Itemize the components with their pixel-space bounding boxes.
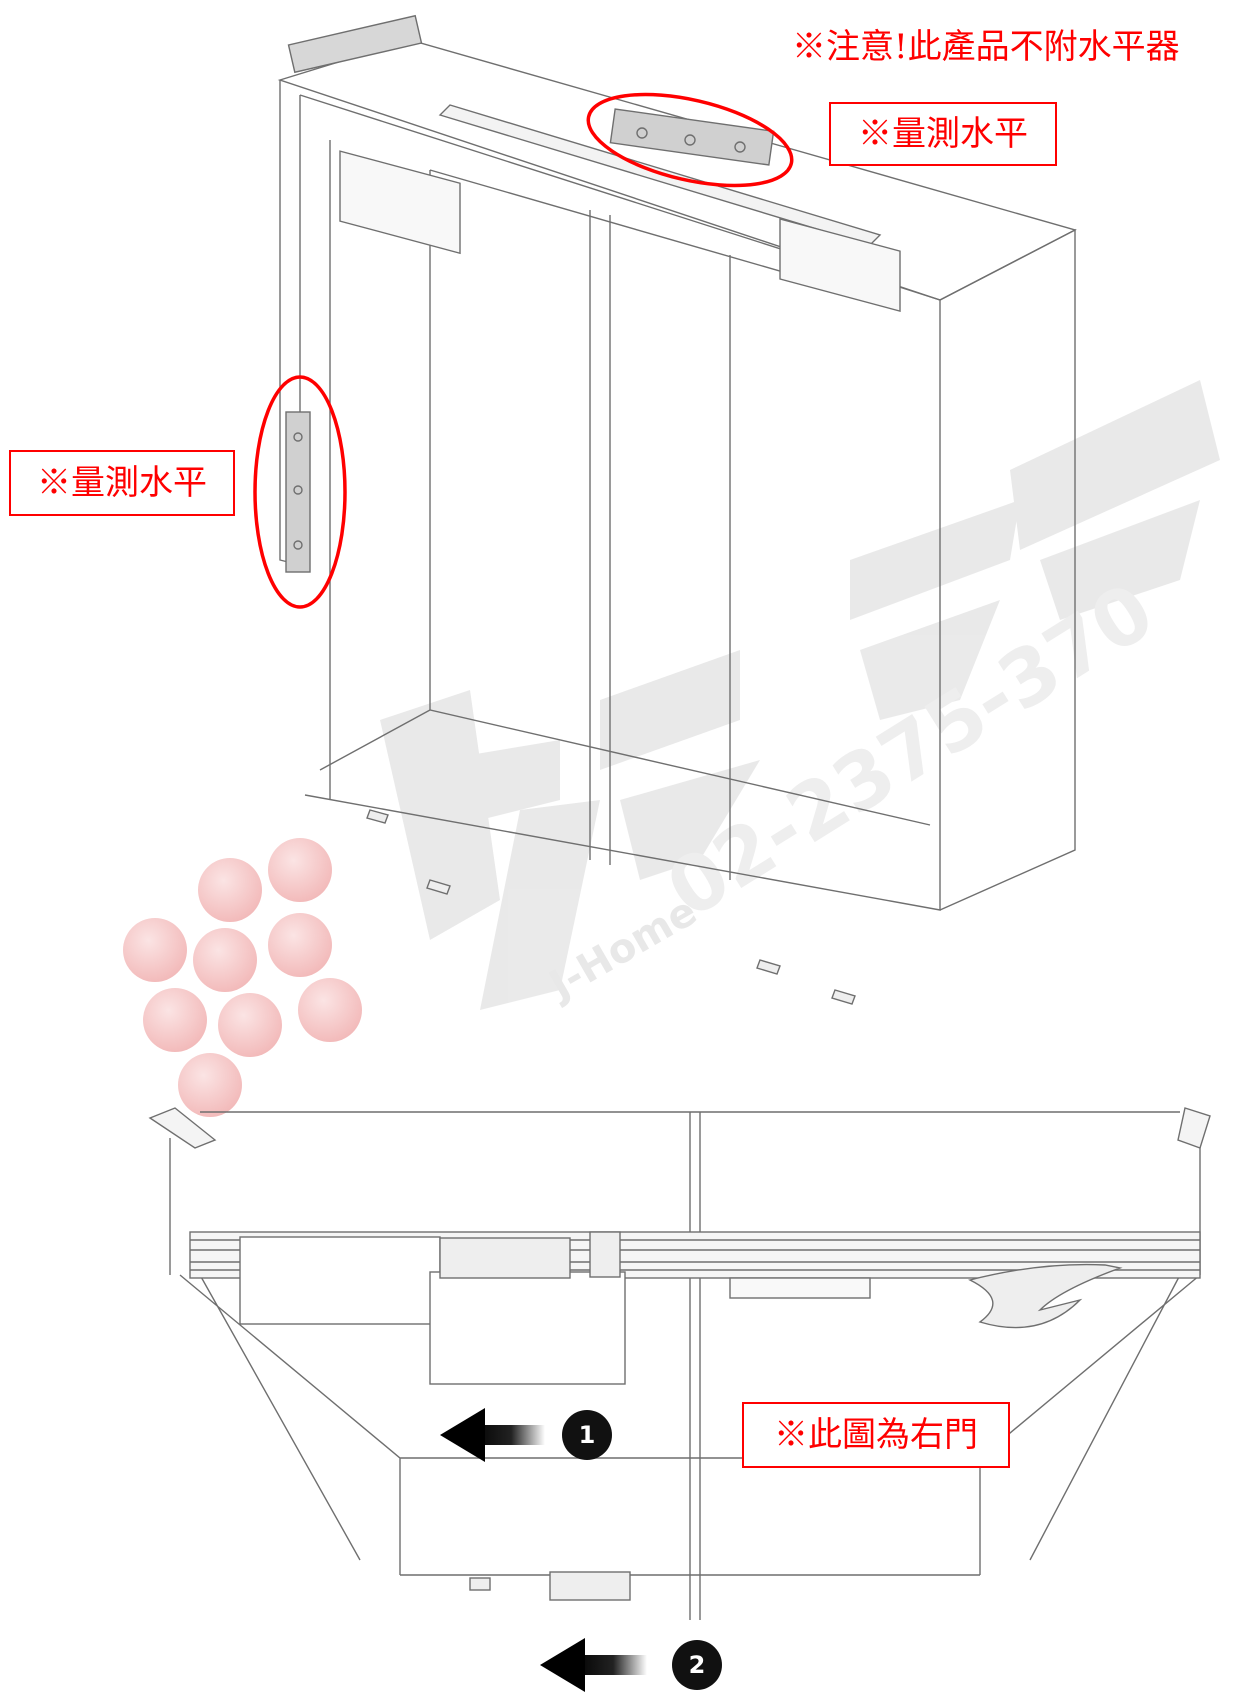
top-back-level: [287, 14, 423, 74]
wardrobe-bottom-inner: [319, 709, 931, 826]
closeup-mechanism: [429, 1271, 626, 1385]
step2-arrow: [540, 1638, 647, 1692]
top-level-highlight: [586, 92, 794, 188]
notice-no-level-included: ※注意!此產品不附水平器: [792, 27, 1180, 67]
watermark-brand-strokes: [380, 380, 1220, 1010]
closeup-fixed-bracket: [239, 1236, 441, 1325]
measure-level-label-left: ※量測水平: [9, 450, 235, 516]
wardrobe-front-frame: [299, 94, 941, 911]
watermark-dots: [123, 838, 362, 1117]
step2-badge: 2: [672, 1640, 722, 1690]
right-door-closeup: [148, 1107, 1211, 1620]
closeup-cabinet-interior: [179, 1274, 1201, 1576]
right-door-note: ※此圖為右門: [742, 1402, 1010, 1468]
measure-level-label-top: ※量測水平: [829, 102, 1057, 166]
top-level-tool: [609, 108, 775, 166]
closeup-bottom-brackets: [549, 1571, 631, 1601]
wardrobe-right-side: [939, 228, 1076, 911]
step1-badge: 1: [562, 1410, 612, 1460]
top-left-bracket: [339, 150, 461, 255]
wardrobe-top-view: [277, 14, 1077, 1005]
side-level-highlight: [253, 375, 347, 609]
side-level-tool: [285, 411, 311, 573]
top-right-bracket: [779, 218, 901, 313]
step1-arrow: [440, 1408, 545, 1462]
